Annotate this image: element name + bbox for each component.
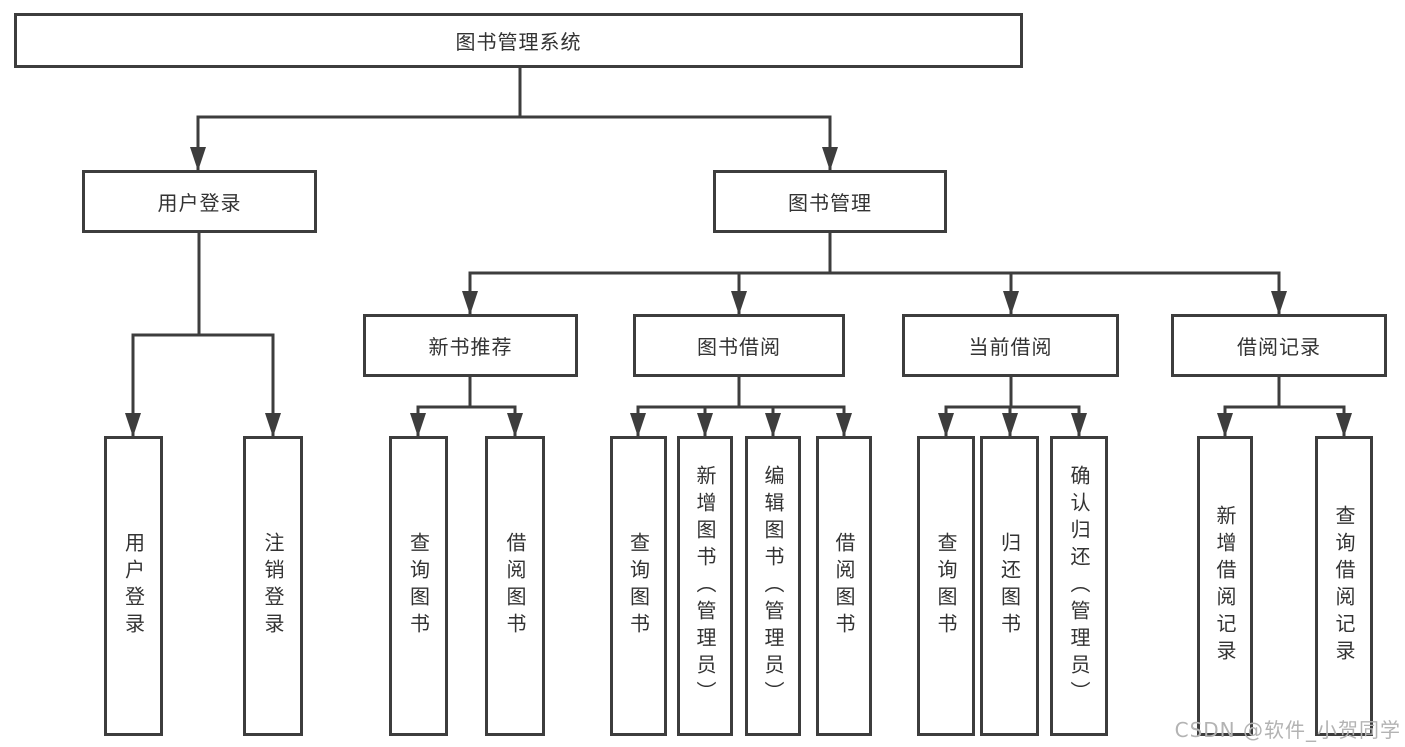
- leaf-query-books-1: 查询图书: [389, 436, 448, 736]
- leaf-add-book-admin: 新增图书（管理员）: [677, 436, 733, 736]
- node-label: 图书管理系统: [455, 30, 582, 54]
- leaf-logout: 注销登录: [243, 436, 303, 736]
- node-label: 新书推荐: [428, 335, 513, 359]
- leaf-query-books-3: 查询图书: [917, 436, 975, 736]
- node-book-borrowing: 图书借阅: [633, 314, 845, 377]
- leaf-query-borrow-record: 查询借阅记录: [1315, 436, 1373, 736]
- leaf-confirm-return-admin: 确认归还（管理员）: [1050, 436, 1108, 736]
- node-label: 查询借阅记录: [1332, 505, 1356, 667]
- leaf-borrow-books-1: 借阅图书: [485, 436, 545, 736]
- node-label: 查询图书: [934, 532, 958, 640]
- node-label: 用户登录: [157, 191, 242, 215]
- connector-root-to-level2: [190, 68, 838, 171]
- connector-user-login-children: [125, 233, 281, 437]
- connector-new-book-rec-children: [410, 377, 523, 437]
- node-label: 确认归还（管理员）: [1067, 464, 1091, 708]
- node-label: 借阅图书: [503, 532, 527, 640]
- node-current-borrowing: 当前借阅: [902, 314, 1119, 377]
- leaf-return-book: 归还图书: [980, 436, 1039, 736]
- node-library-management-system: 图书管理系统: [14, 13, 1023, 68]
- connector-book-mgmt-children: [462, 233, 1287, 315]
- node-label: 查询图书: [626, 532, 651, 640]
- node-user-login: 用户登录: [82, 170, 317, 233]
- leaf-user-login: 用户登录: [104, 436, 163, 736]
- node-label: 查询图书: [406, 532, 431, 640]
- connector-borrow-records-children: [1217, 377, 1352, 437]
- node-label: 注销登录: [261, 532, 285, 640]
- node-book-management: 图书管理: [713, 170, 947, 233]
- node-label: 新增图书（管理员）: [693, 464, 717, 708]
- node-label: 当前借阅: [968, 335, 1053, 359]
- node-label: 归还图书: [997, 532, 1022, 640]
- node-new-book-recommendation: 新书推荐: [363, 314, 578, 377]
- node-label: 图书借阅: [697, 335, 781, 359]
- node-label: 用户登录: [121, 532, 146, 640]
- node-label: 编辑图书（管理员）: [761, 464, 785, 708]
- node-label: 借阅图书: [832, 532, 856, 640]
- leaf-query-books-2: 查询图书: [610, 436, 667, 736]
- node-label: 新增借阅记录: [1213, 505, 1237, 667]
- leaf-edit-book-admin: 编辑图书（管理员）: [745, 436, 801, 736]
- node-borrowing-records: 借阅记录: [1171, 314, 1387, 377]
- node-label: 借阅记录: [1237, 335, 1321, 359]
- leaf-borrow-books-2: 借阅图书: [816, 436, 872, 736]
- node-label: 图书管理: [788, 191, 872, 215]
- leaf-add-borrow-record: 新增借阅记录: [1197, 436, 1253, 736]
- csdn-watermark: CSDN @软件_小贺同学: [1174, 718, 1401, 742]
- connector-current-borrow-children: [938, 377, 1087, 437]
- connector-book-borrow-children: [630, 377, 852, 437]
